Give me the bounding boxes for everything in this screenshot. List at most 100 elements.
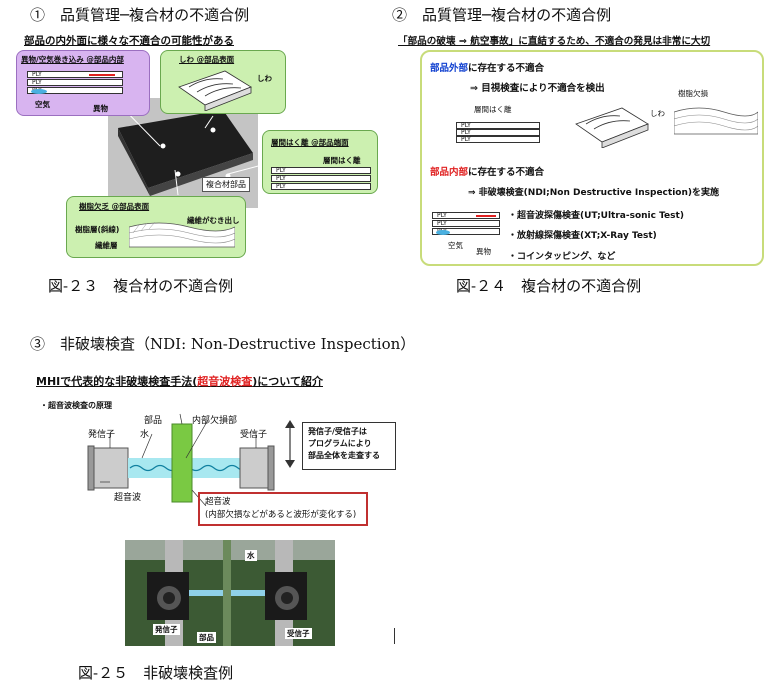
composite-panel-image (108, 98, 258, 208)
ndi-text: ⇒ 非破壊検査(NDI;Non Destructive Inspection)を… (468, 188, 719, 198)
waveform-note: (内部欠損などがあると波形が変化する) (205, 510, 357, 520)
ply-label: PLY (276, 175, 286, 182)
air-label: 空気 (35, 100, 50, 109)
inner-defect-rest: に存在する不適合 (468, 167, 545, 178)
method-coin: ・コインタッピング、など (508, 252, 616, 262)
waveform-title: 超音波 (205, 497, 231, 507)
receiver-label: 受信子 (240, 430, 268, 440)
sec2-ply-1: PLY (456, 122, 540, 129)
composite-part-label: 複合材部品 (202, 177, 250, 192)
fiber-exposed-label: 繊維がむき出し (187, 216, 240, 225)
water-label: 水 (140, 430, 150, 440)
section3-number: ③ (30, 335, 46, 353)
double-arrow-icon (280, 418, 300, 470)
photo-part-label: 部品 (197, 632, 216, 643)
photo-receiver-label: 受信子 (285, 628, 312, 639)
sec2-wrinkle-sketch (575, 107, 649, 148)
ply-label: PLY (32, 71, 42, 78)
ply-label: PLY (437, 212, 447, 219)
sec2-ply-3: PLY (456, 136, 540, 143)
section1-number: ① (30, 6, 46, 24)
resin-starvation-box: 樹脂欠乏 @部品表面 樹脂層(斜線) 繊維がむき出し 繊維層 (66, 196, 246, 258)
delamination-label: 層間はく離 (323, 156, 361, 165)
ply-label: PLY (461, 122, 471, 129)
sec2-inner-ply-2: PLY (432, 220, 500, 227)
section2-title: ② 品質管理─複合材の不適合例 (392, 4, 611, 25)
section1-title: ① 品質管理─複合材の不適合例 (30, 4, 249, 25)
transmitter-label: 発信子 (88, 430, 116, 440)
sec2-wrinkle-label: しわ (650, 109, 665, 118)
wrinkle-box: しわ @部品表面 しわ (160, 50, 286, 114)
resin-sketch (129, 221, 235, 248)
waveform-note-box: 超音波 (内部欠損などがあると波形が変化する) (198, 492, 368, 526)
section2-headline: 「部品の破壊 ⇒ 航空事故」に直結するため、不適合の発見は非常に大切 (398, 36, 711, 47)
fiber-layer-label: 繊維層 (95, 241, 118, 250)
resin-starvation-title: 樹脂欠乏 @部品表面 (79, 202, 150, 211)
section2-title-text: 品質管理─複合材の不適合例 (422, 6, 612, 24)
sec2-foreign-label: 異物 (476, 247, 491, 256)
foreign-matter-mark (89, 74, 115, 76)
sec2-ply-2: PLY (456, 129, 540, 136)
ply-label: PLY (32, 79, 42, 86)
outer-defect-colored: 部品外部 (430, 63, 469, 74)
section2-number: ② (392, 6, 408, 24)
figure-25-caption: 図-２５ 非破壊検査例 (78, 664, 234, 682)
resin-layer-label: 樹脂層(斜線) (75, 225, 120, 234)
section3-headline: MHIで代表的な非破壊検査手法(超音波検査)について紹介 (36, 373, 323, 389)
headline-ultrasonic: 超音波検査 (197, 375, 253, 388)
photo-transmitter-label: 発信子 (153, 624, 180, 635)
section1-title-text: 品質管理─複合材の不適合例 (60, 6, 250, 24)
foreign-label: 異物 (93, 104, 108, 113)
outer-defect-heading: 部品外部に存在する不適合 (430, 60, 544, 74)
method-xt: ・放射線探傷検査(XT;X-Ray Test) (508, 231, 657, 241)
air-bubble-mark (31, 89, 47, 94)
ultrasonic-diagram (87, 413, 275, 506)
foreign-matter-box: 異物/空気巻き込み @部品内部 PLY PLY PLY 空気 異物 (16, 50, 150, 116)
inner-defect-colored: 部品内部 (430, 167, 469, 178)
wrinkle-title: しわ @部品表面 (179, 55, 235, 64)
sec2-resin-label: 樹脂欠損 (678, 89, 708, 98)
ply-strip-2: PLY (27, 79, 123, 86)
section2-panel: 部品外部に存在する不適合 ⇒ 目視検査により不適合を検出 層間はく離 PLY P… (420, 50, 764, 266)
text-cursor (394, 628, 395, 644)
sec2-air-mark (436, 230, 450, 235)
principle-label: ・超音波検査の原理 (40, 401, 112, 410)
ply-strip-5: PLY (271, 175, 371, 182)
scan-note-line-2: プログラムにより (308, 439, 372, 448)
ply-strip-4: PLY (271, 167, 371, 174)
delam-label: 層間はく離 (474, 105, 512, 114)
section1-subtitle: 部品の内外面に様々な不適合の可能性がある (24, 35, 234, 47)
ndi-photo: 水 発信子 部品 受信子 (125, 540, 335, 646)
part-label: 部品 (144, 416, 163, 426)
outer-defect-rest: に存在する不適合 (468, 63, 545, 74)
sec2-inner-ply-1: PLY (432, 212, 500, 219)
delamination-box: 層間はく離 @部品端面 層間はく離 PLY PLY PLY (262, 130, 378, 194)
defect-label: 内部欠損部 (192, 416, 238, 426)
inner-defect-heading: 部品内部に存在する不適合 (430, 164, 544, 178)
scan-note-box: 発信子/受信子は プログラムにより 部品全体を走査する (302, 422, 396, 470)
foreign-matter-title: 異物/空気巻き込み @部品内部 (21, 55, 124, 64)
wrinkle-sketch (178, 70, 252, 111)
sec2-air-label: 空気 (448, 241, 463, 250)
figure-24-caption: 図-２４ 複合材の不適合例 (456, 277, 642, 295)
sec2-foreign-mark (476, 215, 496, 217)
wrinkle-label: しわ (257, 74, 272, 83)
delamination-title: 層間はく離 @部品端面 (271, 138, 349, 147)
photo-water-label: 水 (245, 550, 257, 561)
ultrasonic-label: 超音波 (114, 493, 142, 503)
ply-label: PLY (437, 220, 447, 227)
ply-strip-6: PLY (271, 183, 371, 190)
section3-title: ③ 非破壊検査（NDI: Non-Destructive Inspection） (30, 333, 415, 354)
ply-label: PLY (461, 129, 471, 136)
visual-inspection-text: ⇒ 目視検査により不適合を検出 (470, 83, 605, 94)
scan-note-line-1: 発信子/受信子は (308, 427, 367, 436)
composite-photo (108, 98, 258, 208)
scan-note-line-3: 部品全体を走査する (308, 451, 380, 460)
headline-post: )について紹介 (252, 375, 323, 388)
ply-label: PLY (276, 183, 286, 190)
ply-strip-1: PLY (27, 71, 123, 78)
method-ut: ・超音波探傷検査(UT;Ultra-sonic Test) (508, 211, 684, 221)
ply-label: PLY (276, 167, 286, 174)
sec2-resin-sketch (674, 107, 758, 135)
section3-title-text: 非破壊検査（NDI: Non-Destructive Inspection） (60, 335, 416, 353)
